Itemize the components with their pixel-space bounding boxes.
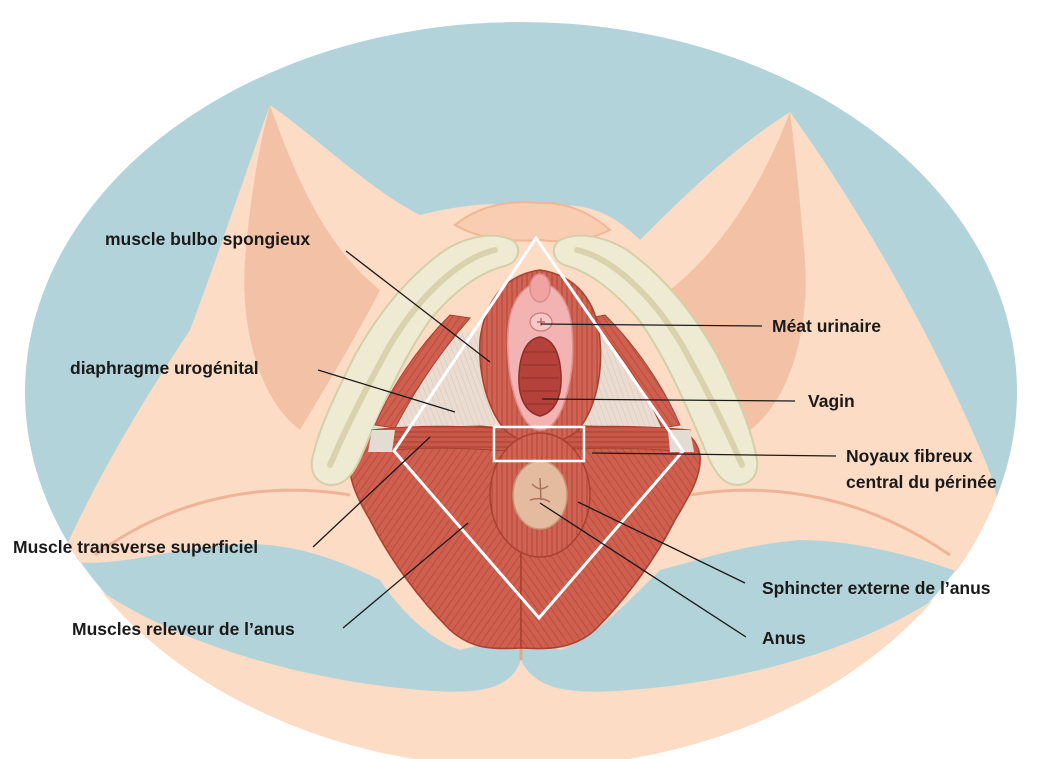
label-muscles-releveur: Muscles releveur de l’anus: [72, 619, 295, 639]
label-meat-urinaire: Méat urinaire: [772, 316, 881, 336]
label-vagin: Vagin: [808, 391, 855, 411]
anus: [513, 461, 567, 529]
label-sphincter-externe: Sphincter externe de l’anus: [762, 578, 991, 598]
label-muscle-transverse: Muscle transverse superficiel: [13, 537, 258, 557]
label-noyaux-fibreux-line1: Noyaux fibreux: [846, 446, 973, 466]
label-bulbo-spongieux: muscle bulbo spongieux: [105, 229, 310, 249]
clitoris: [530, 274, 550, 302]
label-anus: Anus: [762, 628, 806, 648]
label-noyaux-fibreux-line2: central du périnée: [846, 472, 997, 492]
label-diaphragme-urogenital: diaphragme urogénital: [70, 358, 259, 378]
transverse-ligament-left: [368, 430, 395, 452]
